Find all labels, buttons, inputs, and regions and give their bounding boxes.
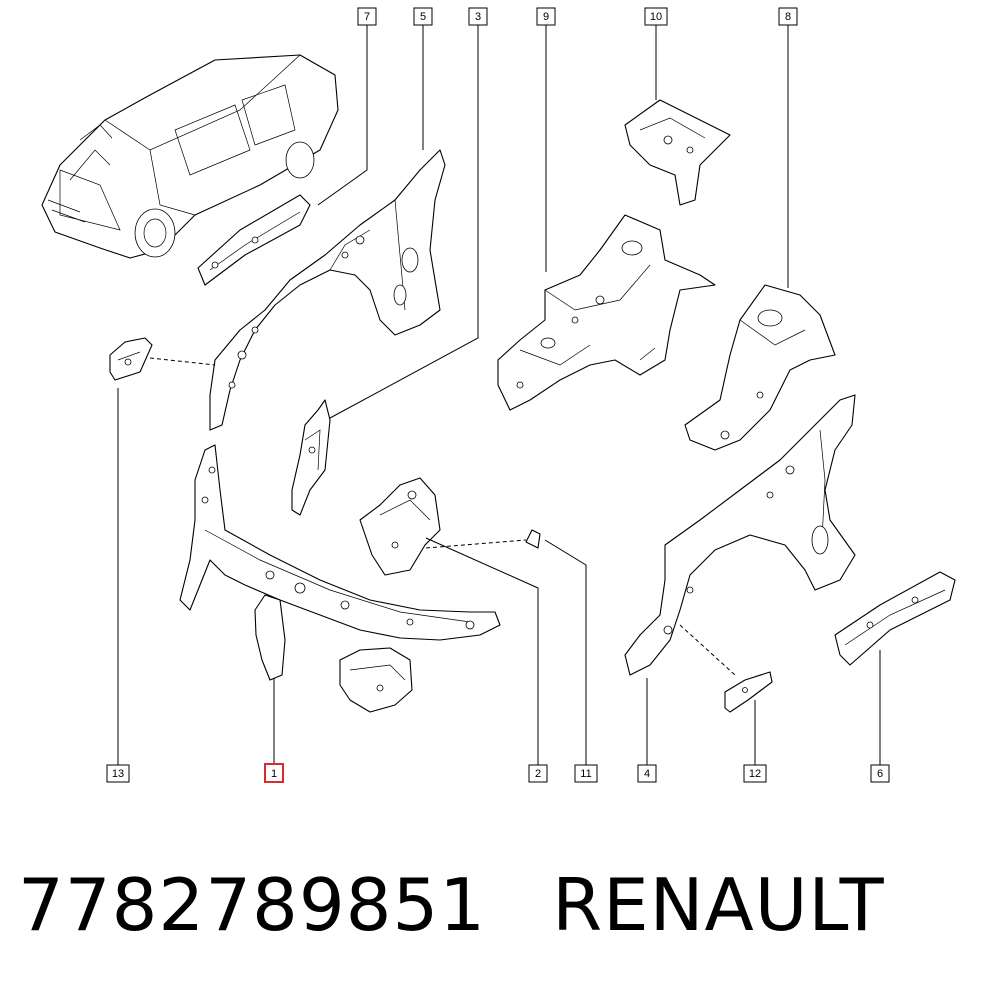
callout-2: 2: [528, 764, 548, 783]
part-13-bracket: [109, 337, 153, 381]
callout-9: 9: [536, 7, 556, 26]
callout-3-label: 3: [475, 11, 481, 23]
callout-1-label: 1: [271, 768, 277, 780]
callout-13-label: 13: [112, 768, 124, 780]
callout-10: 10: [644, 7, 668, 26]
part-8-housing: [684, 284, 836, 451]
callout-6-label: 6: [877, 768, 883, 780]
callout-12: 12: [743, 764, 767, 783]
callout-6: 6: [870, 764, 890, 783]
part-number: 7782789851: [18, 863, 487, 947]
callout-11: 11: [574, 764, 598, 783]
callout-8: 8: [778, 7, 798, 26]
part-6-strip: [834, 571, 956, 666]
callout-5-label: 5: [420, 11, 426, 23]
footer-caption: 7782789851 RENAULT: [18, 855, 885, 955]
callout-4-label: 4: [644, 768, 650, 780]
callout-4: 4: [637, 764, 657, 783]
callout-13: 13: [106, 764, 130, 783]
callout-7: 7: [357, 7, 377, 26]
part-9-assembly: [497, 214, 716, 411]
callout-7-label: 7: [364, 11, 370, 23]
part-11-clip: [525, 529, 541, 549]
part-3-bracket: [291, 399, 331, 516]
part-7-strip: [197, 194, 311, 286]
callout-11-label: 11: [580, 768, 591, 780]
part-10-bracket: [624, 99, 731, 206]
part-4-fender-right: [624, 394, 856, 676]
part-12-bracket: [724, 671, 773, 713]
part-5-fender-left: [209, 149, 446, 431]
callout-3: 3: [468, 7, 488, 26]
callout-10-label: 10: [650, 11, 662, 23]
brand-name: RENAULT: [552, 863, 885, 947]
callout-5: 5: [413, 7, 433, 26]
leader-lines: [117, 25, 881, 765]
part-1-front-panel: [179, 444, 501, 713]
callout-8-label: 8: [785, 11, 791, 23]
callout-2-label: 2: [535, 768, 541, 780]
callout-12-label: 12: [749, 768, 761, 780]
part-2-bracket: [359, 477, 441, 576]
car-illustration: [41, 54, 339, 259]
callout-9-label: 9: [543, 11, 549, 23]
callout-1: 1: [264, 763, 284, 783]
